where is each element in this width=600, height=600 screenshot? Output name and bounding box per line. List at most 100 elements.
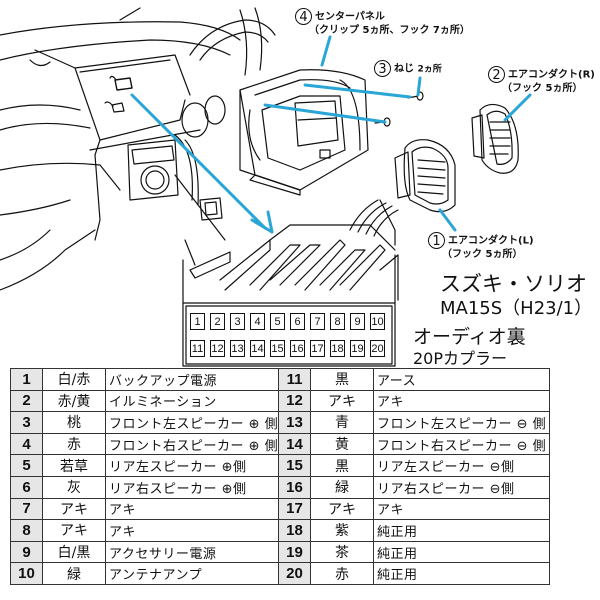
pin-number: 16 [278,475,311,499]
connector-pin: 7 [310,313,325,330]
pin-number: 11 [278,368,311,391]
air-duct-l-drawing [394,139,456,213]
wire-color: 桃 [42,411,106,434]
wire-color: アキ [310,389,374,413]
pin-number: 10 [10,562,43,585]
wire-color: 白/赤 [42,368,106,391]
pin-number: 6 [10,475,43,499]
pin-function: アクセサリー電源 [104,540,283,564]
pin-number: 5 [10,454,43,477]
wire-color: 黒 [310,368,374,391]
pin-number: 7 [10,497,43,521]
wire-color: 赤 [310,562,374,585]
callout-detail: （フック 5ヵ所） [502,83,583,94]
pin-function: アキ [104,519,283,542]
pin-function: アキ [372,497,551,521]
pin-function: フロント左スピーカー ⊕ 側 [104,411,283,434]
pin-number: 14 [278,432,311,456]
pin-number: 19 [278,540,311,564]
connector-pin: 9 [350,313,365,330]
connector-pin: 20 [370,340,385,357]
pin-function: リア右スピーカー ⊖側 [372,475,551,499]
connector-pin: 10 [370,313,385,330]
pin-function: リア左スピーカー ⊕側 [104,454,283,477]
wire-color: 紫 [310,519,374,542]
connector-location: オーディオ裏 [413,326,526,348]
leader-lines [130,35,532,234]
pin-function: イルミネーション [104,389,283,413]
pin-number: 20 [278,562,311,585]
pin-number: 18 [278,519,311,542]
callout-number: 3 [374,60,391,77]
callout-number: 2 [488,66,505,83]
callout-detail: （フック 5ヵ所） [442,249,523,260]
connector-pin: 15 [270,340,285,357]
pin-function: フロント右スピーカー ⊖ 側 [372,432,551,456]
callout-number: 4 [295,8,312,25]
wire-color: 茶 [310,540,374,564]
pin-function: フロント左スピーカー ⊖ 側 [372,411,551,434]
connector-pin: 3 [230,313,245,330]
pin-number: 9 [10,540,43,564]
callout-title: エアコンダクト(R) [508,69,595,81]
connector-pin: 8 [330,313,345,330]
pin-number: 1 [10,368,43,391]
connector-pin: 12 [210,340,225,357]
connector-pin: 18 [330,340,345,357]
connector-type: 20Pカプラー [413,349,508,368]
pin-function: フロント右スピーカー ⊕ 側 [104,432,283,456]
pin-function: バックアップ電源 [104,368,283,391]
pin-function: 純正用 [372,540,551,564]
callout-title: ねじ [394,63,414,75]
dashboard-drawing [0,7,276,291]
connector-pin: 19 [350,340,365,357]
pin-number: 8 [10,519,43,542]
connector-pin: 6 [290,313,305,330]
pin-number: 13 [278,411,311,434]
connector-pin: 11 [190,340,205,357]
pin-number: 4 [10,432,43,456]
callout-detail: （クリップ 5ヵ所、フック 7ヵ所） [309,25,470,36]
connector-pin: 5 [270,313,285,330]
connector-pin: 13 [230,340,245,357]
wire-color: アキ [42,519,106,542]
pin-function: リア右スピーカー ⊕側 [104,475,283,499]
wire-color: アキ [310,497,374,521]
pin-number: 2 [10,389,43,413]
center-panel-drawing [239,69,369,196]
pin-function: リア左スピーカー ⊖側 [372,454,551,477]
vehicle-name: スズキ・ソリオ [440,272,587,296]
pin-function: アース [372,368,551,391]
wire-color: 赤/黄 [42,389,106,413]
connector-pin: 17 [310,340,325,357]
wire-color: 青 [310,411,374,434]
pin-function: アンテナアンプ [104,562,283,585]
wire-harness-drawing [349,199,399,246]
wire-color: 黒 [310,454,374,477]
callout-number: 1 [428,232,445,249]
callout-detail: 2ヵ所 [417,64,442,75]
callout-title: エアコンダクト(L) [448,235,534,247]
pin-function: アキ [104,497,283,521]
air-duct-r-drawing [471,103,519,174]
connector-pin: 14 [250,340,265,357]
connector-pin: 2 [210,313,225,330]
pin-number: 12 [278,389,311,413]
